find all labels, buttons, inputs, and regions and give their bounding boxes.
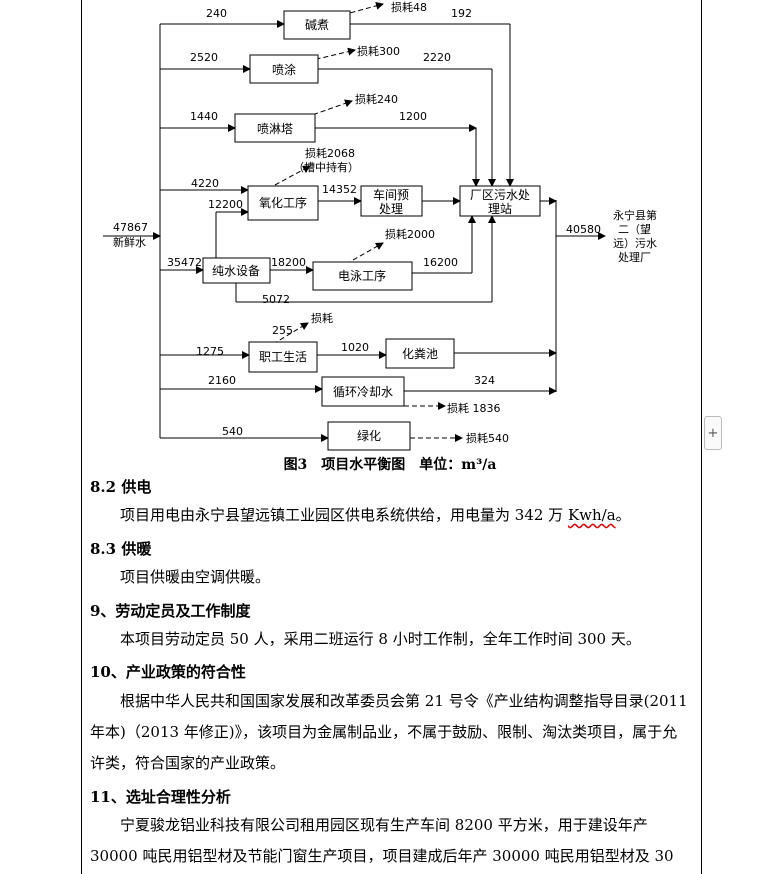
box-chejian: [360, 185, 423, 217]
flow-324: 324: [474, 374, 495, 387]
flow-2220: 2220: [423, 51, 451, 64]
box-huafen: [385, 338, 455, 369]
fresh-water-value: 47867: [113, 221, 148, 234]
section-10-text: 根据中华人民共和国国家发展和改革委员会第 21 号令《产业结构调整指导目录(20…: [90, 692, 688, 772]
flow-14352: 14352: [322, 183, 357, 196]
label-chejian-2: 处理: [379, 202, 403, 216]
section-8-2-text-b: 。: [615, 506, 631, 524]
box-pentu: [249, 54, 319, 84]
figure-caption: 图3 项目水平衡图 单位：m³/a: [283, 457, 497, 473]
box-chunshui: [202, 257, 271, 284]
section-8-2-text-a: 项目用电由永宁县望远镇工业园区供电系统供给，用电量为 342 万: [120, 506, 568, 524]
section-8-2-text: 项目用电由永宁县望远镇工业园区供电系统供给，用电量为 342 万 Kwh/a。: [90, 500, 692, 531]
flow-40580: 40580: [566, 223, 601, 236]
flow-12200: 12200: [208, 198, 243, 211]
loss-540: 损耗540: [466, 431, 509, 445]
flow-1275: 1275: [196, 345, 224, 358]
loss-240: 损耗240: [355, 92, 398, 106]
section-11-title: 11、选址合理性分析: [90, 788, 231, 806]
flow-240: 240: [206, 7, 227, 20]
label-huafen: 化粪池: [402, 347, 438, 361]
box-yanghua: [247, 185, 319, 221]
section-9-text: 本项目劳动定员 50 人，采用二班运行 8 小时工作制，全年工作时间 300 天…: [120, 630, 641, 648]
box-jianzhu: [283, 10, 351, 40]
flow-4220: 4220: [191, 177, 219, 190]
loss-1836: 损耗 1836: [447, 401, 501, 415]
flow-192: 192: [451, 7, 472, 20]
box-diandeng: [312, 261, 413, 291]
loss-2068-note: （槽中持有）: [293, 160, 359, 174]
label-diandeng: 电泳工序: [338, 268, 386, 283]
fresh-water-label: 新鲜水: [113, 235, 146, 249]
label-lvhua: 绿化: [357, 428, 381, 443]
box-zhigong: [248, 341, 318, 373]
add-row-button[interactable]: +: [704, 416, 722, 450]
section-8-2-title: 8.2 供电: [90, 478, 152, 496]
spellcheck-unit: Kwh/a: [567, 506, 616, 524]
box-xunhuan: [321, 376, 405, 407]
label-penlinta: 喷淋塔: [257, 122, 293, 136]
label-jianzhu: 碱煮: [305, 18, 329, 32]
section-8-3-title: 8.3 供暖: [90, 540, 152, 558]
loss-300: 损耗300: [357, 44, 400, 58]
flow-540: 540: [222, 425, 243, 438]
flow-5072: 5072: [262, 293, 290, 306]
loss-2000: 损耗2000: [385, 227, 435, 241]
destination-line-4: 处理厂: [618, 251, 651, 264]
flow-2160: 2160: [208, 374, 236, 387]
flow-16200: 16200: [423, 256, 458, 269]
destination-line-2: 二（望: [618, 223, 651, 236]
label-yanghua: 氧化工序: [259, 195, 307, 210]
flow-1200: 1200: [399, 110, 427, 123]
flow-1440: 1440: [190, 110, 218, 123]
table-border-left: [81, 0, 82, 874]
flow-18200: 18200: [271, 256, 306, 269]
label-wushui-2: 理站: [488, 202, 512, 216]
box-lvhua: [327, 421, 411, 451]
flow-2520: 2520: [190, 51, 218, 64]
loss-48: 损耗48: [391, 0, 427, 14]
destination-line-1: 永宁县第: [613, 208, 657, 222]
section-9-title: 9、劳动定员及工作制度: [90, 602, 251, 620]
label-wushui-1: 厂区污水处: [470, 188, 530, 202]
destination-line-3: 远）污水: [613, 237, 657, 250]
section-8-3-text: 项目供暖由空调供暖。: [120, 568, 271, 586]
destination-label: 永宁县第 二（望 远）污水 处理厂: [613, 208, 657, 264]
label-zhigong: 职工生活: [259, 350, 307, 364]
box-wushui: [459, 185, 541, 217]
flow-35472: 35472: [167, 256, 202, 269]
table-border-right: [701, 0, 702, 874]
flow-255: 255: [272, 324, 293, 337]
water-balance-diagram: 碱煮 喷涂 喷淋塔 氧化工序 车间预 处理 厂区污水处 理站 纯水设备 电泳工序…: [103, 0, 657, 451]
section-10-title: 10、产业政策的符合性: [90, 663, 246, 681]
label-pentu: 喷涂: [272, 62, 296, 77]
label-chunshui: 纯水设备: [212, 264, 260, 278]
flow-1020: 1020: [341, 341, 369, 354]
box-penlinta: [234, 113, 316, 143]
loss-staff: 损耗: [311, 311, 333, 325]
section-11-text: 宁夏骏龙铝业科技有限公司租用园区现有生产车间 8200 平方米，用于建设年产 3…: [90, 816, 674, 865]
loss-2068: 损耗2068: [305, 146, 355, 160]
label-xunhuan: 循环冷却水: [333, 385, 393, 399]
label-chejian-1: 车间预: [373, 187, 409, 202]
